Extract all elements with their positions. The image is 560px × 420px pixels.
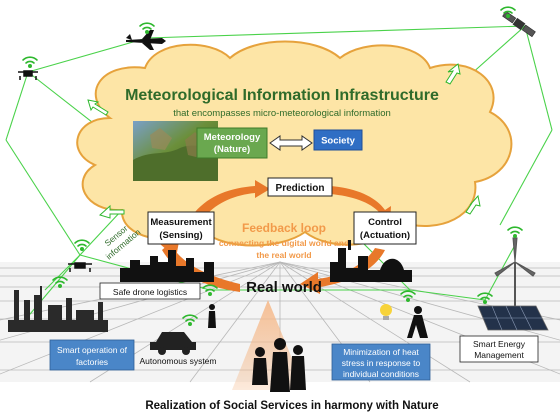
meteorology-label: Meteorology	[204, 132, 261, 143]
feedback-line2: the real world	[256, 250, 311, 260]
airplane-icon	[126, 30, 166, 50]
cloud-title: Meteorological Information Infrastructur…	[125, 87, 439, 104]
real-world-label: Real world	[246, 279, 322, 296]
heat-stress-line1: Minimization of heat	[343, 347, 419, 357]
smart-factories-line1: Smart operation of	[57, 345, 128, 355]
wifi-icon	[507, 226, 523, 239]
city-skyline	[120, 240, 412, 282]
heat-stress-line3: individual conditions	[343, 369, 419, 379]
wifi-icon	[477, 292, 493, 305]
wifi-icon	[182, 314, 198, 327]
double-arrow-icon	[269, 135, 313, 151]
society-box	[313, 129, 363, 151]
solar-panel-icon	[477, 305, 549, 331]
prediction-box	[267, 177, 333, 197]
pedestrian-icon-left	[208, 304, 216, 328]
cloud-subtitle: that encompasses micro-meteorological in…	[173, 108, 391, 119]
smart-factories-box	[49, 339, 135, 371]
meteorology-box	[196, 127, 268, 159]
footer-caption: Realization of Social Services in harmon…	[145, 400, 438, 412]
autonomous-label: Autonomous system	[139, 356, 216, 366]
control-box	[353, 211, 417, 245]
drone-logistics-label: Safe drone logistics	[113, 287, 187, 297]
feedback-line1: connecting the digital world and	[219, 238, 349, 248]
wifi-icon	[202, 284, 218, 297]
smart-factories-line2: factories	[76, 357, 108, 367]
smart-energy-box	[459, 335, 539, 363]
wifi-icon	[74, 239, 90, 252]
wifi-icons	[22, 6, 523, 327]
family-silhouette-icon	[252, 338, 306, 392]
car-icon	[150, 332, 196, 355]
prediction-label: Prediction	[276, 183, 325, 194]
drone-icon-top	[18, 70, 38, 80]
wifi-icon	[500, 6, 516, 19]
feedback-title: Feedback loop	[242, 221, 326, 235]
smart-energy-line1: Smart Energy	[473, 339, 526, 349]
control-sublabel: (Actuation)	[360, 230, 410, 241]
factory-icon	[8, 286, 108, 332]
hollow-arrows	[87, 63, 481, 219]
wifi-icon	[52, 276, 68, 289]
society-label: Society	[321, 136, 356, 147]
drone-logistics-box	[99, 282, 201, 300]
measurement-label: Measurement	[150, 217, 212, 228]
wifi-icon	[400, 290, 416, 303]
meteorology-sublabel: (Nature)	[214, 144, 250, 155]
light-bulb-icon	[380, 304, 392, 320]
wifi-icon	[139, 22, 155, 35]
wifi-icon	[22, 56, 38, 69]
smart-energy-line2: Management	[474, 350, 524, 360]
control-label: Control	[368, 217, 402, 228]
drone-icon	[68, 262, 92, 272]
pedestrian-icon-right	[407, 306, 428, 338]
heat-stress-box	[331, 343, 431, 381]
heat-stress-line2: stress in response to	[342, 358, 421, 368]
measurement-box	[147, 211, 215, 245]
measurement-sublabel: (Sensing)	[159, 230, 202, 241]
